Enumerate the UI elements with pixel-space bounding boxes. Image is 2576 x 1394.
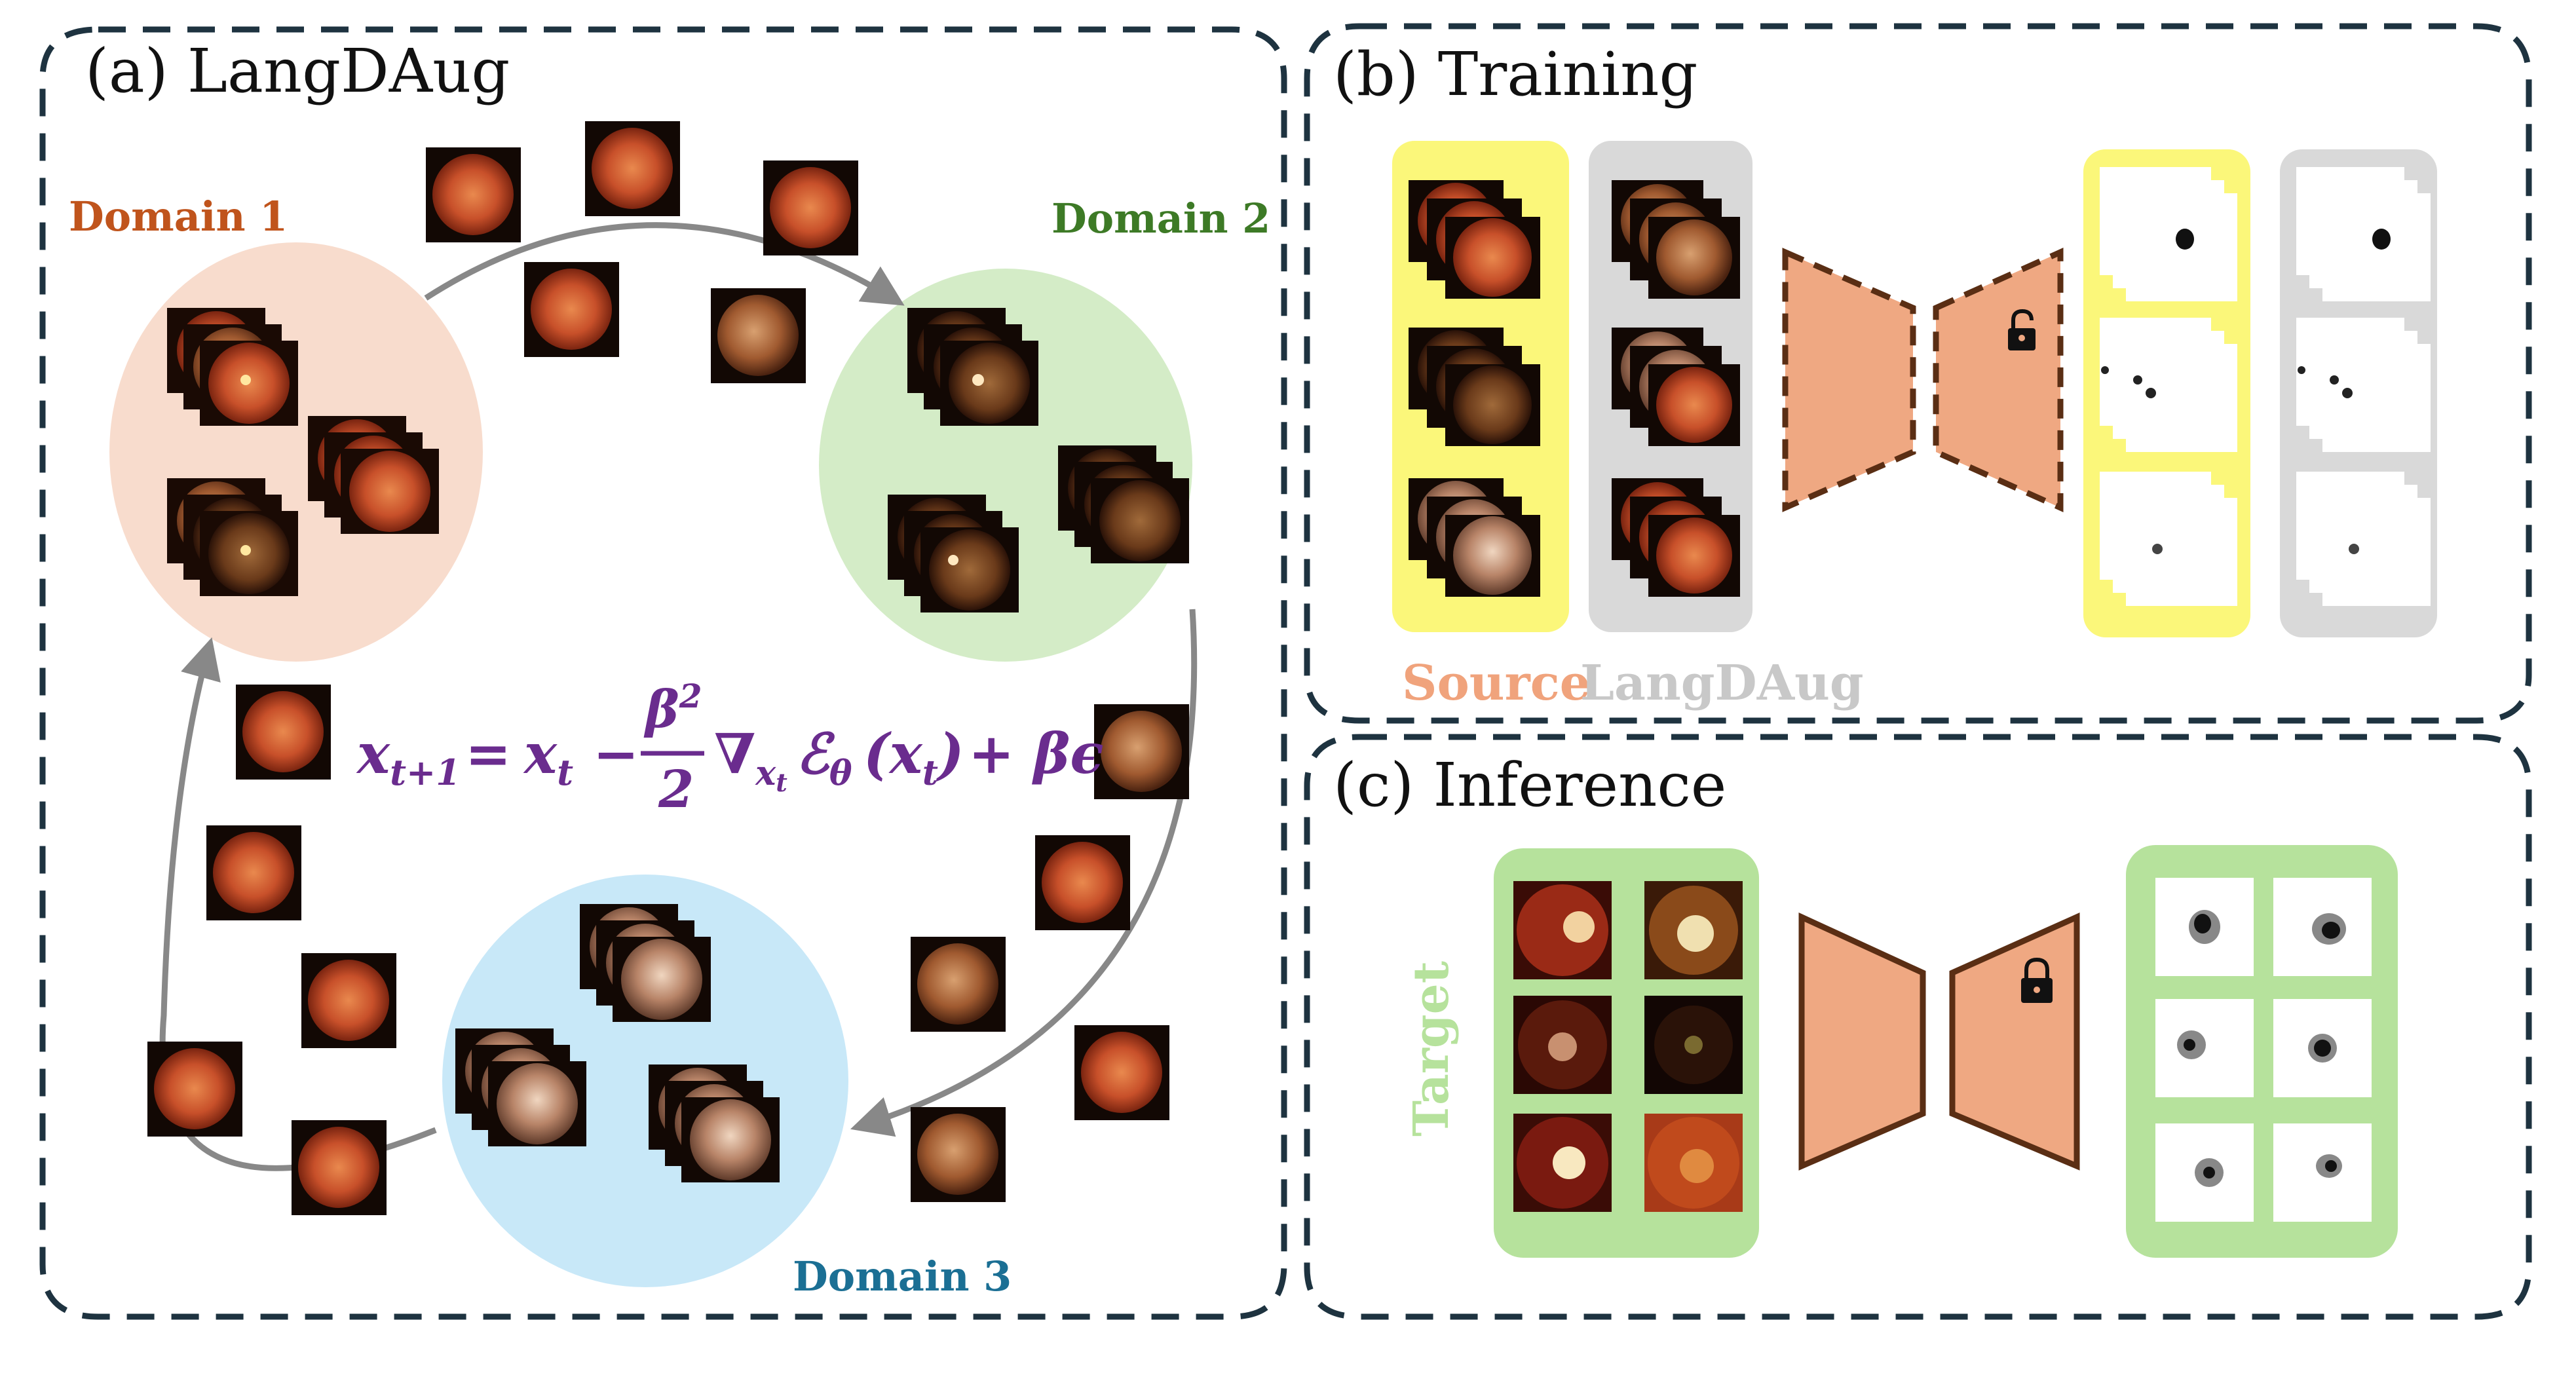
eq-frac-den: 2 (658, 760, 694, 819)
svg-text:xt: xt (523, 721, 573, 793)
prediction-masks (2155, 878, 2372, 1222)
eq-plus-noise: + βϵ (968, 721, 1104, 786)
source-mask-stacks (2100, 167, 2237, 606)
svg-text:xt+1: xt+1 (356, 721, 461, 793)
langevin-update-equation: xt+1 = xt − β2 2 ∇xt ℰθ (xt) + βϵ (356, 677, 1104, 819)
eq-minus: − (593, 721, 639, 786)
intermediate-samples (147, 121, 1189, 1215)
arrow-domain1-to-domain2 (424, 222, 905, 306)
eq-energy: ℰ (796, 721, 835, 786)
domain-1-label: Domain 1 (69, 193, 288, 240)
eq-lhs-sub: t+1 (390, 751, 461, 793)
eq-energy-sub: θ (829, 753, 852, 793)
eq-x-sub: t (557, 751, 573, 793)
eq-energy-arg: (x (863, 721, 923, 786)
svg-text:(xt): (xt) (863, 721, 964, 793)
domain-3-region (442, 875, 848, 1287)
eq-frac-num-sup: 2 (679, 677, 702, 715)
locked-padlock-icon (2021, 957, 2053, 1003)
domain-2-image-stacks (888, 308, 1189, 612)
source-images (1409, 180, 1540, 597)
panel-c-border (1304, 734, 2532, 1320)
arrow-domain2-to-domain3 (850, 609, 1198, 1137)
eq-equals: = (465, 721, 511, 786)
target-label: Target (1403, 961, 1460, 1137)
eq-energy-arg-sub: t (922, 753, 938, 793)
domain-3-label: Domain 3 (793, 1253, 1012, 1300)
domain-3-image-stacks (455, 904, 780, 1182)
target-images (1513, 881, 1743, 1212)
panel-c-title: (c) Inference (1333, 750, 1726, 820)
svg-text:∇xt: ∇xt (714, 721, 787, 797)
training-decoder (1933, 248, 2064, 512)
domain-1-image-stacks (167, 308, 439, 596)
langdaug-mask-stacks (2296, 167, 2431, 606)
domain-2-label: Domain 2 (1051, 195, 1270, 242)
panel-a: (a) LangDAug Domain 1 Domain 2 Domain 3 (39, 26, 1287, 1320)
eq-nabla: ∇ (714, 721, 755, 786)
svg-text:β2: β2 (643, 677, 702, 740)
eq-energy-arg-close: ) (936, 721, 964, 786)
eq-frac-num: β (643, 680, 679, 740)
eq-nabla-sub: x (755, 753, 776, 793)
arrow-domain3-to-domain1 (159, 637, 437, 1171)
panel-a-title: (a) LangDAug (85, 36, 510, 106)
eq-lhs: x (356, 721, 390, 786)
panel-c: (c) Inference Target (1304, 734, 2532, 1320)
panel-a-border (39, 26, 1287, 1320)
unlocked-padlock-icon (2008, 309, 2036, 350)
inference-decoder (1949, 913, 2080, 1171)
inference-encoder (1798, 912, 1926, 1171)
langdaug-images (1612, 180, 1740, 597)
training-encoder (1782, 248, 1916, 512)
eq-x: x (523, 721, 558, 786)
legend-langdaug: LangDAug (1580, 655, 1864, 711)
eq-nabla-subsub: t (776, 768, 787, 797)
legend-source: Source (1402, 655, 1591, 711)
panel-b: (b) Training (1304, 23, 2532, 724)
panel-b-title: (b) Training (1333, 39, 1697, 109)
svg-text:ℰθ: ℰθ (796, 721, 852, 793)
panel-b-border (1304, 23, 2532, 724)
